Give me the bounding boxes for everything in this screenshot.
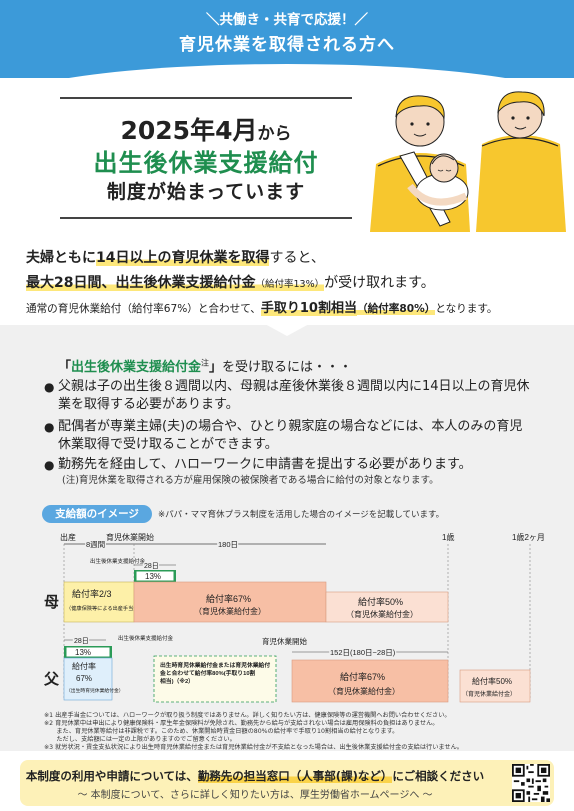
req-term: 出生後休業支援給付金 xyxy=(71,360,202,375)
family-illustration xyxy=(370,91,566,232)
intro-l2-c: が受け取れます。 xyxy=(324,275,435,291)
intro-l3-a: 通常の育児休業給付（給付率67%）と合わせて、 xyxy=(26,303,261,315)
tl-mother-67: 給付率67% xyxy=(206,593,251,604)
tl-father-67-long-box xyxy=(291,659,449,703)
footnote-1: ※1 出産手当金については、ハローワークが取り扱う制度ではありません。詳しく知り… xyxy=(44,712,451,719)
tl-mother-67-sub: （育児休業給付金） xyxy=(194,606,266,616)
requirements-footnote: (注)育児休業を取得される方が雇用保険の被保険者である場合に給付の対象となります… xyxy=(62,475,439,486)
tl-callout-box xyxy=(153,655,277,703)
payment-image-tag: 支給額のイメージ xyxy=(42,505,152,523)
tl-mother-rate23: 給付率2/3 xyxy=(72,588,112,599)
tl-mother-maternity-box xyxy=(63,581,135,623)
tl-father-rate: 給付率 xyxy=(72,661,96,671)
footnote-2b: また、育児休業等給付は非課税です。このため、休業開始時賃金日額の80%の給付率で… xyxy=(44,728,399,735)
tl-father-rate-val: 67% xyxy=(76,674,92,683)
tl-mother-28d: 28日 xyxy=(144,562,159,570)
tl-mother-50: 給付率50% xyxy=(358,596,403,607)
intro-l3-highlight: 手取り10割相当 xyxy=(260,301,357,316)
hero-program-name: 出生後休業支援給付 xyxy=(93,149,319,177)
top-banner: ＼共働き・共育で応援！／ 育児休業を取得される方へ xyxy=(0,0,574,78)
tl-callout-text: 出生時育児休業給付金または育児休業給付金と合わせて給付率80%(手取り10割相当… xyxy=(159,661,270,685)
tl-father-50: 給付率50% xyxy=(472,676,512,686)
hero-top-rule xyxy=(60,97,352,99)
tl-8w-label: 8週間 xyxy=(86,540,105,549)
tl-father-67b-sub: （育児休業給付金） xyxy=(328,686,400,696)
intro-l2-highlight: 最大28日間、出生後休業支援給付金（給付率13%） xyxy=(26,275,325,291)
footnote-2: ※2 育児休業中は申出により健康保険料・厚生年金保険料が免除され、勤務先から給与… xyxy=(44,720,439,727)
requirement-bullet-1: 父親は子の出生後８週間以内、母親は産後休業後８週間以内に14日以上の育児休業を取… xyxy=(44,378,530,414)
tl-father-13pct: 13% xyxy=(75,648,91,657)
payment-image-note: ※パパ・ママ育休プラス制度を活用した場合のイメージを記載しています。 xyxy=(158,510,445,520)
req-bracket-close: 」 xyxy=(209,360,223,375)
tl-mother-13pct: 13% xyxy=(145,572,161,581)
banner-subtitle: ＼共働き・共育で応援！／ xyxy=(206,12,368,28)
requirement-bullet-2: 配偶者が専業主婦(夫)の場合や、ひとり親家庭の場合などには、本人のみの育児休業取… xyxy=(44,418,530,454)
tl-father-leave-start: 育児休業開始 xyxy=(262,636,307,646)
tl-152d: 152日(180日−28日) xyxy=(330,648,396,657)
requirement-bullet-3: 勤務先を経由して、ハローワークに申請書を提出する必要があります。 xyxy=(44,456,530,474)
tl-180d-label: 180日 xyxy=(218,540,238,549)
intro-l1-highlight: 14日以上の育児休業を取得 xyxy=(96,250,270,266)
hero-bottom-rule xyxy=(60,217,352,219)
req-note-mark: 注 xyxy=(201,358,210,368)
consult-footer: 本制度の利用や申請については、勤務先の担当窓口（人事部(課)など）にご相談くださ… xyxy=(20,760,554,806)
intro-l2-rate: （給付率13%） xyxy=(255,279,325,290)
intro-l2-a: 最大28日間、出生後休業支援給付金 xyxy=(26,275,256,291)
intro-line-3: 通常の育児休業給付（給付率67%）と合わせて、手取り10割相当（給付率80%）と… xyxy=(26,297,498,316)
intro-line-2: 最大28日間、出生後休業支援給付金（給付率13%）が受け取れます。 xyxy=(26,272,435,292)
tl-mother-50-box xyxy=(325,591,449,623)
hero-headline: 2025年4月から 出生後休業支援給付 制度が始まっています xyxy=(60,97,352,219)
tl-mother-label: 母 xyxy=(44,594,59,611)
hero-date: 2025年4月から xyxy=(60,111,352,147)
tl-father-50-box xyxy=(459,669,531,703)
intro-l3-rate: （給付率80%） xyxy=(356,303,436,315)
req-head-rest: を受け取るには・・・ xyxy=(222,360,353,375)
footer-consult-line: 本制度の利用や申請については、勤務先の担当窓口（人事部(課)など）にご相談くださ… xyxy=(20,768,490,784)
tl-mother-support-label: 出生後休業支援給付金 xyxy=(90,557,146,565)
tl-father-rate-sub: （出生時育児休業給付金） xyxy=(66,687,124,694)
tl-mother-67-box xyxy=(133,581,327,623)
intro-l3-d: となります。 xyxy=(435,303,498,315)
footer-l1-a: 本制度の利用や申請については、 xyxy=(25,769,198,783)
footnote-2c: ただし、支給額には一定の上限がありますのでご留意ください。 xyxy=(44,736,236,743)
intro-l1-a: 夫婦ともに xyxy=(26,250,96,266)
intro-line-1: 夫婦ともに14日以上の育児休業を取得すると、 xyxy=(26,247,325,267)
tl-childcare-start: 育児休業開始 xyxy=(106,532,154,542)
tl-father-50-sub: （育児休業給付金） xyxy=(462,690,516,698)
tl-father-28d: 28日 xyxy=(74,637,89,645)
tl-birth-label: 出産 xyxy=(60,532,76,542)
tl-father-67-box xyxy=(63,657,113,701)
tl-age1-2m: 1歳2ヶ月 xyxy=(512,532,545,542)
mhlw-qr-code[interactable] xyxy=(512,764,550,802)
intro-l1-c: すると、 xyxy=(269,250,325,266)
footnote-3: ※3 就労状況・賃金支払状況により出生時育児休業給付金または育児休業給付金が不支… xyxy=(44,744,463,751)
tl-age1: 1歳 xyxy=(442,532,454,542)
footer-l1-highlight: 勤務先の担当窓口（人事部(課)など） xyxy=(197,769,393,783)
req-bracket-open: 「 xyxy=(58,360,72,375)
tl-father-67b: 給付率67% xyxy=(340,671,385,682)
footer-l1-c: にご相談ください xyxy=(392,769,485,783)
hero-date-suffix: から xyxy=(257,124,292,144)
banner-title: 育児休業を取得される方へ xyxy=(179,35,395,55)
hero-date-main: 2025年4月 xyxy=(120,116,258,145)
tl-mother-maternity-sub: （健康保険等による出産手当金(※1)） xyxy=(66,604,154,612)
footer-more-info: ～ 本制度について、さらに詳しく知りたい方は、厚生労働省ホームページへ ～ xyxy=(77,790,433,801)
tl-father-label: 父 xyxy=(43,671,60,688)
tl-father-support-label: 出生後休業支援給付金 xyxy=(118,634,174,642)
requirements-heading: 「出生後休業支援給付金注」を受け取るには・・・ xyxy=(58,356,352,375)
hero-started: 制度が始まっています xyxy=(106,181,306,203)
tl-mother-50-sub: （育児休業給付金） xyxy=(346,609,418,619)
